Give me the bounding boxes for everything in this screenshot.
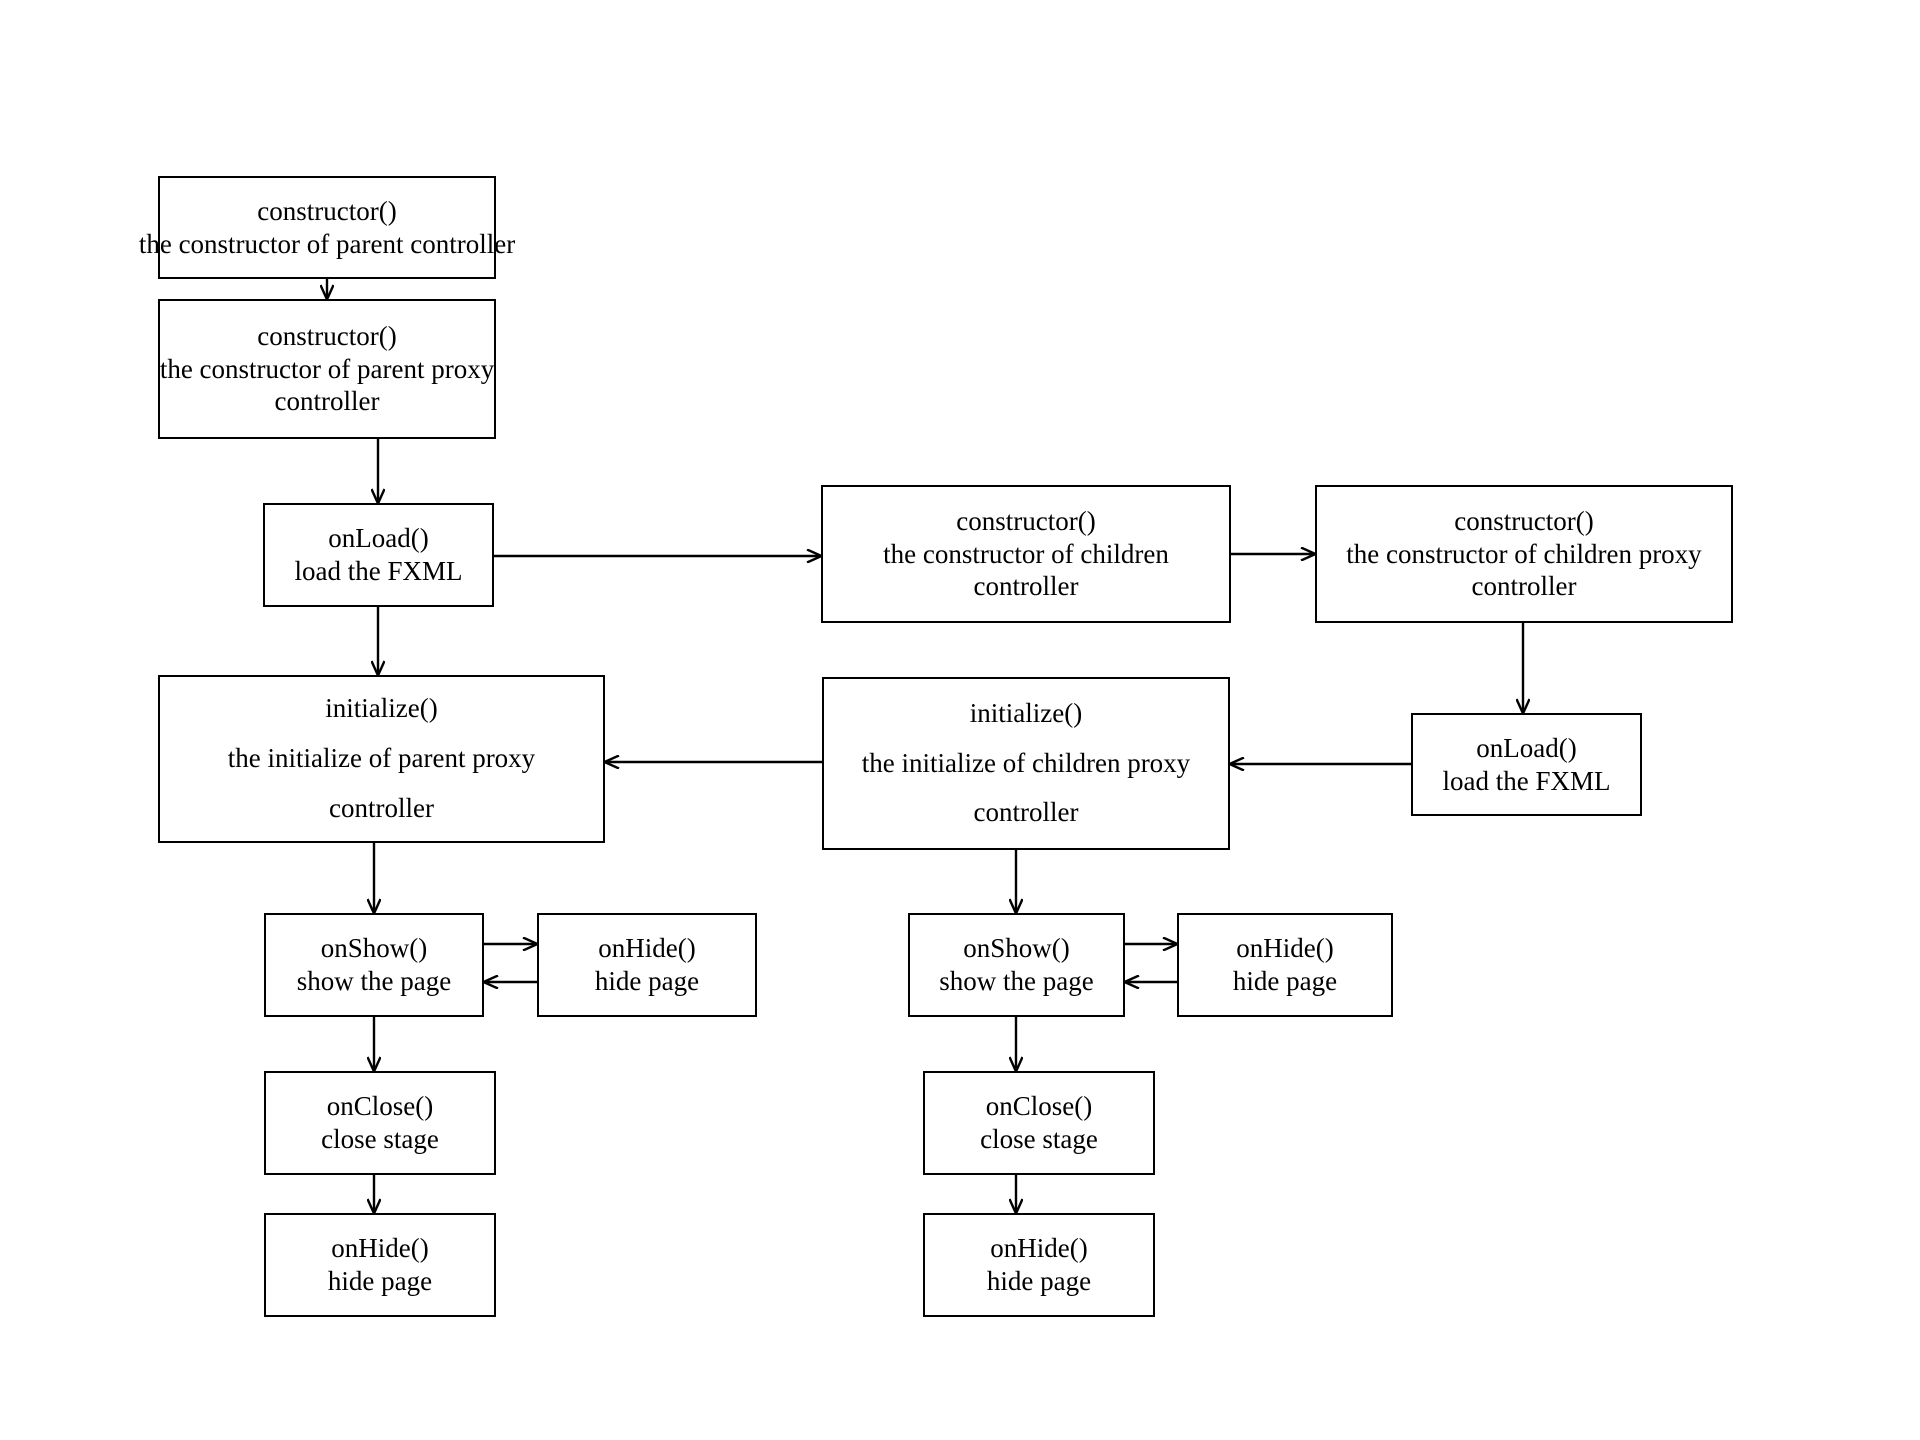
node-line: hide page bbox=[1232, 966, 1338, 996]
node-parent-onshow[interactable]: onShow() show the page bbox=[264, 913, 484, 1017]
node-line: onLoad() bbox=[328, 523, 429, 554]
node-line: close stage bbox=[321, 1124, 439, 1154]
node-children-onhide-bottom[interactable]: onHide() hide page bbox=[923, 1213, 1155, 1317]
node-line: hide page bbox=[594, 966, 700, 996]
node-line: the constructor of parent controller bbox=[138, 228, 516, 259]
node-line: onHide() bbox=[598, 933, 696, 964]
node-line: the initialize of children proxy bbox=[861, 747, 1191, 778]
node-line: the constructor of children bbox=[883, 538, 1169, 569]
node-line: onHide() bbox=[331, 1233, 429, 1264]
node-parent-constructor[interactable]: constructor() the constructor of parent … bbox=[139, 176, 515, 279]
node-children-onshow[interactable]: onShow() show the page bbox=[908, 913, 1125, 1017]
node-line: the constructor of children proxy bbox=[1346, 538, 1702, 569]
node-line: onShow() bbox=[320, 933, 428, 964]
node-children-onclose[interactable]: onClose() close stage bbox=[923, 1071, 1155, 1175]
node-line: initialize() bbox=[325, 693, 438, 724]
node-children-initialize[interactable]: initialize() the initialize of children … bbox=[822, 677, 1230, 850]
node-line: constructor() bbox=[1454, 505, 1594, 536]
node-line: controller bbox=[973, 797, 1079, 828]
node-line: show the page bbox=[296, 966, 452, 996]
node-line: onClose() bbox=[985, 1091, 1093, 1122]
node-parent-onclose[interactable]: onClose() close stage bbox=[264, 1071, 496, 1175]
node-line: onLoad() bbox=[1476, 732, 1577, 763]
node-children-proxy-constructor[interactable]: constructor() the constructor of childre… bbox=[1315, 485, 1733, 623]
node-line: close stage bbox=[980, 1124, 1098, 1154]
node-parent-proxy-constructor[interactable]: constructor() the constructor of parent … bbox=[158, 299, 496, 439]
node-children-onload[interactable]: onLoad() load the FXML bbox=[1411, 713, 1642, 816]
node-line: hide page bbox=[327, 1266, 433, 1296]
node-parent-onhide-bottom[interactable]: onHide() hide page bbox=[264, 1213, 496, 1317]
node-line: show the page bbox=[939, 966, 1094, 996]
node-line: onShow() bbox=[963, 933, 1070, 964]
node-parent-initialize[interactable]: initialize() the initialize of parent pr… bbox=[158, 675, 605, 843]
node-children-constructor[interactable]: constructor() the constructor of childre… bbox=[821, 485, 1231, 623]
node-line: onClose() bbox=[326, 1091, 434, 1122]
node-children-onhide-side[interactable]: onHide() hide page bbox=[1177, 913, 1393, 1017]
node-line: initialize() bbox=[969, 697, 1083, 728]
node-line: constructor() bbox=[956, 505, 1096, 536]
node-line: controller bbox=[329, 792, 434, 823]
node-line: controller bbox=[1471, 571, 1577, 602]
node-line: controller bbox=[973, 571, 1079, 602]
node-line: load the FXML bbox=[1442, 765, 1611, 796]
node-parent-onhide-side[interactable]: onHide() hide page bbox=[537, 913, 757, 1017]
node-line: the initialize of parent proxy bbox=[227, 743, 536, 774]
node-line: constructor() bbox=[257, 320, 397, 351]
node-line: onHide() bbox=[1236, 933, 1334, 964]
node-line: constructor() bbox=[257, 195, 397, 226]
node-line: hide page bbox=[986, 1266, 1092, 1296]
node-line: onHide() bbox=[990, 1233, 1088, 1264]
node-parent-onload[interactable]: onLoad() load the FXML bbox=[263, 503, 494, 607]
node-line: the constructor of parent proxy bbox=[159, 353, 495, 384]
node-line: load the FXML bbox=[294, 556, 463, 586]
node-line: controller bbox=[274, 386, 380, 417]
